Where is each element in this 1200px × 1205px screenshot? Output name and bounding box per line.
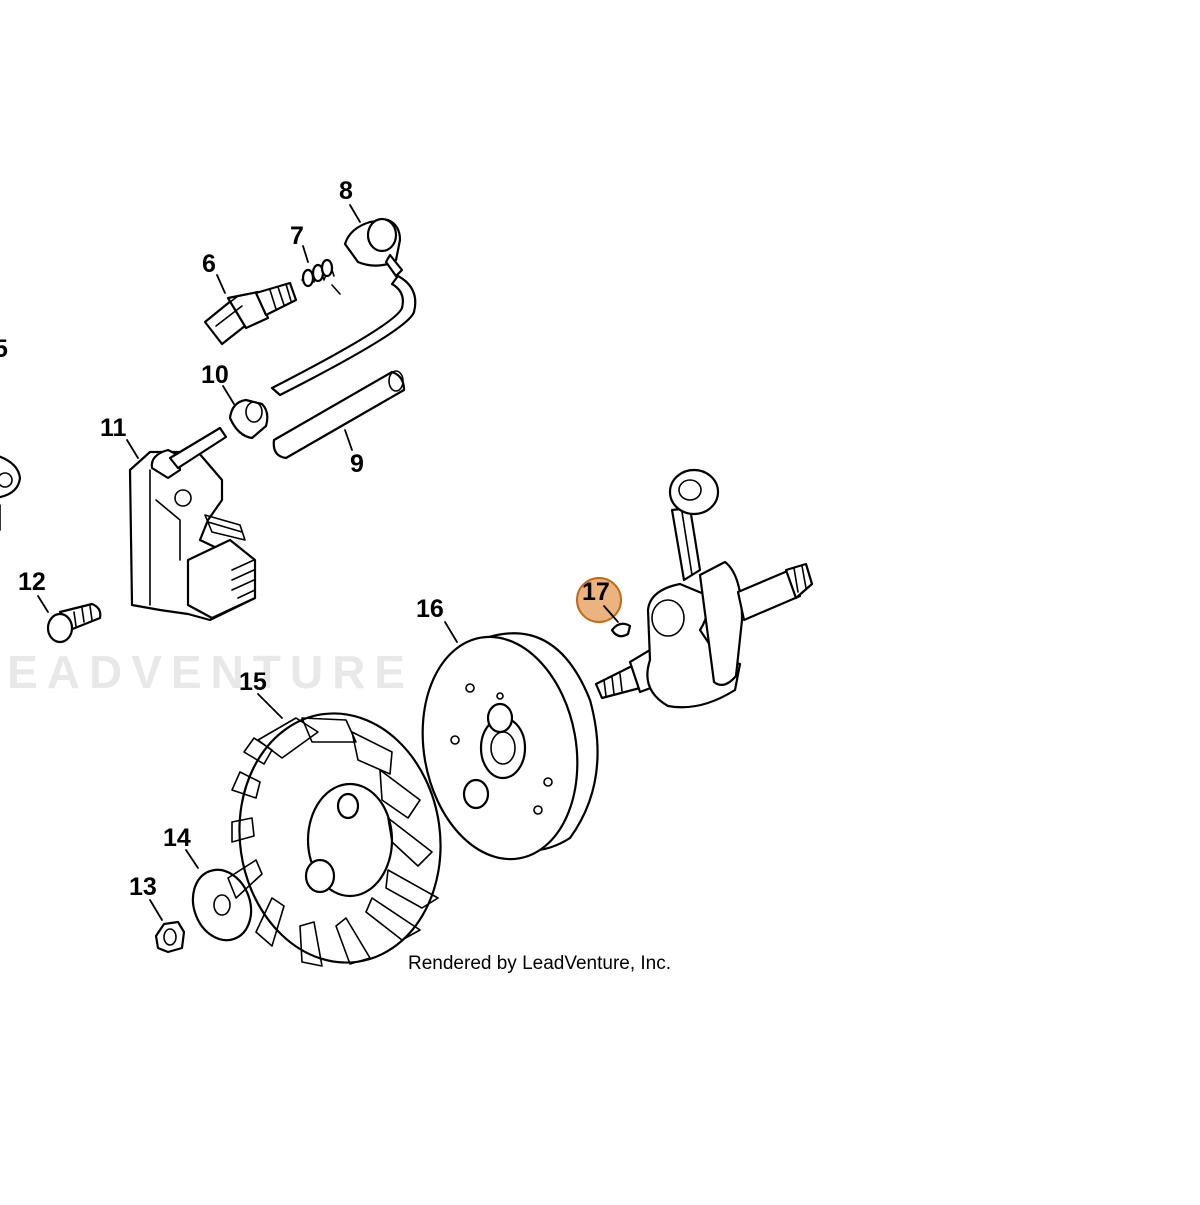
part-14-washer[interactable] <box>183 862 260 949</box>
watermark: LEADVENTURE <box>0 646 414 698</box>
callout-10[interactable]: 10 <box>201 361 229 389</box>
ht-lead <box>270 274 417 397</box>
part-13-nut[interactable] <box>154 920 186 954</box>
callout-14[interactable]: 14 <box>163 824 191 852</box>
part-9-sleeve[interactable] <box>272 370 406 460</box>
credit-text: Rendered by LeadVenture, Inc. <box>408 953 671 974</box>
part-12-screw[interactable] <box>46 602 102 644</box>
callout-8[interactable]: 8 <box>339 177 353 205</box>
crankshaft-assembly <box>594 468 814 709</box>
selected-callout-highlight <box>576 577 622 623</box>
callout-7[interactable]: 7 <box>290 222 304 250</box>
callout-17[interactable]: 17 <box>582 578 610 606</box>
callouts: 5 6 7 8 9 10 11 12 13 14 15 16 17 <box>0 177 610 901</box>
part-8-spark-boot[interactable] <box>343 217 404 278</box>
part-17-key[interactable] <box>610 622 632 638</box>
part-15-fan-wheel[interactable] <box>224 700 457 975</box>
callout-16[interactable]: 16 <box>416 595 444 623</box>
callout-15[interactable]: 15 <box>239 668 267 696</box>
callout-13[interactable]: 13 <box>129 873 157 901</box>
callout-9[interactable]: 9 <box>350 450 364 478</box>
part-16-flywheel[interactable] <box>406 625 599 872</box>
part-11-ignition-module[interactable] <box>128 426 257 622</box>
leader-lines <box>37 204 619 921</box>
callout-6[interactable]: 6 <box>202 250 216 278</box>
part-7-spring[interactable] <box>301 258 341 295</box>
part-6-spark-plug[interactable] <box>203 281 298 346</box>
callout-5[interactable]: 5 <box>0 335 8 363</box>
part-10-grommet[interactable] <box>228 398 269 440</box>
part-5-bracket[interactable] <box>0 455 22 531</box>
callout-11[interactable]: 11 <box>100 414 127 442</box>
callout-12[interactable]: 12 <box>18 568 46 596</box>
